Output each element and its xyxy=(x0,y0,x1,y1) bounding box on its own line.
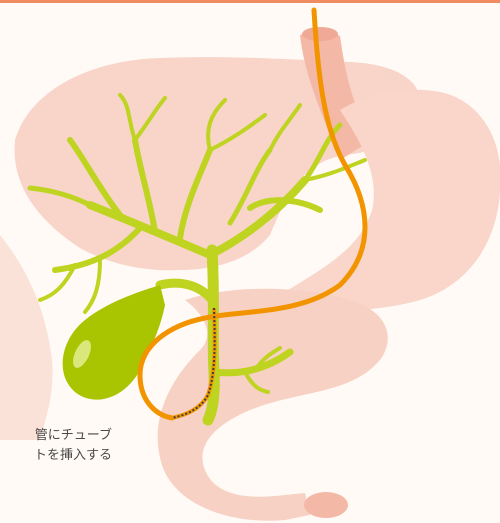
left-organ-shape xyxy=(0,235,53,440)
esophagus-top xyxy=(302,27,338,41)
gallbladder-shape xyxy=(63,285,165,400)
caption-text: 管にチューブ トを挿入する xyxy=(0,426,112,466)
caption-line-1: 管にチューブ xyxy=(0,426,112,446)
cystic-duct xyxy=(160,283,212,300)
duodenum-end xyxy=(304,492,348,518)
caption-line-2: トを挿入する xyxy=(0,446,112,466)
